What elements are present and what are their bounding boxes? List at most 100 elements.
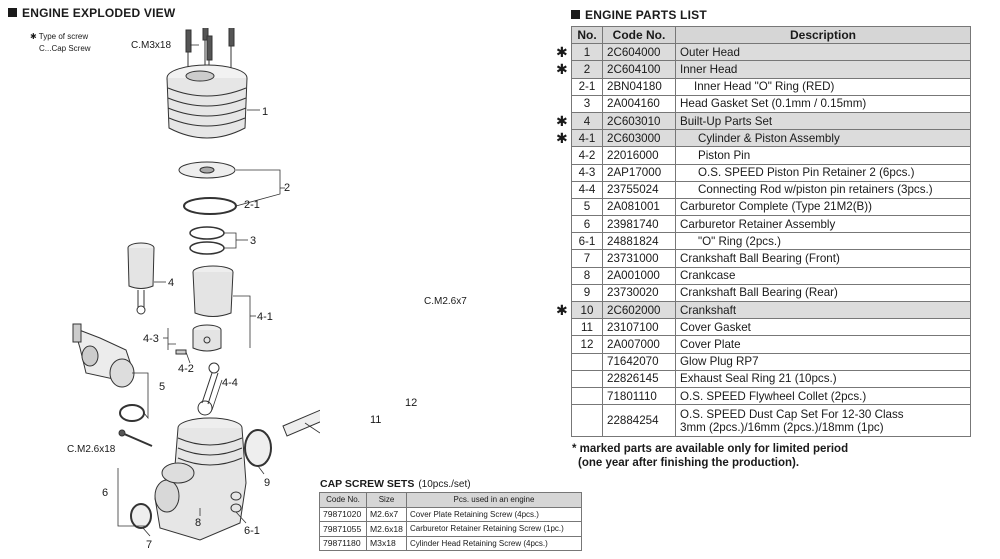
part-code: 2A007000: [602, 335, 676, 354]
part-desc: Crankshaft Ball Bearing (Rear): [680, 286, 838, 300]
cap-col-use: Pcs. used in an engine: [405, 492, 582, 508]
part-desc: Carburetor Retainer Assembly: [680, 217, 836, 231]
crankshaft: [282, 409, 320, 437]
cap-col-code: Code No.: [319, 492, 367, 508]
part-code: 2A081001: [602, 197, 676, 217]
label-part-3: 3: [250, 235, 256, 247]
part-code: 2C602000: [602, 300, 676, 320]
part-desc-line2: 3mm (2pcs.)/16mm (2pcs.)/18mm (1pc): [680, 420, 884, 434]
part-code: 2A004160: [602, 94, 676, 113]
carb-retainer: [161, 462, 195, 484]
exploded-view-title-text: ENGINE EXPLODED VIEW: [22, 6, 176, 20]
part-no: 5: [571, 197, 603, 217]
outer-head: [166, 64, 248, 139]
part-desc-cell: O.S. SPEED Flywheel Collet (2pcs.): [675, 386, 971, 406]
part-desc-cell: Carburetor Retainer Assembly: [675, 215, 971, 234]
label-part-4-3: 4-3: [143, 333, 159, 345]
head-gasket: [189, 241, 225, 255]
part-no: 2: [571, 60, 603, 79]
cylinder-sleeve: [192, 265, 234, 317]
parts-header-row: No. Code No. Description: [571, 25, 971, 45]
part-no: 2-1: [571, 77, 603, 96]
cap-screw-table: Code No. Size Pcs. used in an engine 798…: [319, 492, 582, 551]
part-desc-cell: Cylinder & Piston Assembly: [675, 129, 971, 148]
part-desc: O.S. SPEED Piston Pin Retainer 2 (6pcs.): [698, 166, 915, 180]
part-code: 23730020: [602, 283, 676, 303]
cap-code: 79871020: [319, 506, 367, 522]
part-no: [571, 369, 603, 388]
cap-use: Carburetor Retainer Retaining Screw (1pc…: [405, 521, 582, 537]
part-desc: Glow Plug RP7: [680, 355, 759, 369]
part-code: 22016000: [602, 146, 676, 165]
part-code: 71801110: [602, 386, 676, 406]
carb-o-ring: [119, 404, 145, 422]
label-part-5: 5: [159, 381, 165, 393]
part-desc-cell: O.S. SPEED Piston Pin Retainer 2 (6pcs.): [675, 163, 971, 182]
part-no: 10: [571, 300, 603, 320]
front-bearing: [130, 503, 152, 529]
part-no: 9: [571, 283, 603, 303]
label-part-2-1: 2-1: [244, 199, 260, 211]
part-no: 4-2: [571, 146, 603, 165]
part-desc: Inner Head "O" Ring (RED): [694, 80, 835, 94]
part-code: 23731000: [602, 249, 676, 268]
part-code: 22884254: [602, 404, 676, 438]
cap-size: M2.6x7: [366, 506, 407, 522]
part-desc-cell: Crankshaft Ball Bearing (Rear): [675, 283, 971, 303]
limited-star-marker: ✱: [556, 130, 568, 147]
part-desc: O.S. SPEED Dust Cap Set For 12-30 Class: [680, 407, 904, 421]
piston: [175, 324, 222, 355]
part-desc-cell: Exhaust Seal Ring 21 (10pcs.): [675, 369, 971, 388]
cap-size: M3x18: [366, 535, 407, 551]
part-desc: Crankshaft: [680, 303, 737, 317]
label-part-6: 6: [102, 487, 108, 499]
square-bullet-icon: [8, 8, 17, 17]
part-no: 8: [571, 266, 603, 285]
rear-bearing: [244, 429, 272, 467]
part-no: 1: [571, 43, 603, 62]
limited-period-note: * marked parts are available only for li…: [572, 442, 848, 470]
part-no: 3: [571, 94, 603, 113]
part-desc: Cover Gasket: [680, 320, 751, 334]
col-header-desc: Description: [675, 25, 971, 45]
part-desc: Cylinder & Piston Assembly: [698, 131, 840, 145]
part-code: 22826145: [602, 369, 676, 388]
part-no: 4: [571, 111, 603, 131]
cap-screw-title: CAP SCREW SETS(10pcs./set): [320, 478, 471, 490]
label-part-2: 2: [284, 182, 290, 194]
label-part-9: 9: [264, 477, 270, 489]
part-no: 6-1: [571, 232, 603, 251]
part-desc-cell: Inner Head: [675, 60, 971, 79]
cap-use: Cylinder Head Retaining Screw (4pcs.): [405, 535, 582, 551]
cap-screw-subtitle: (10pcs./set): [418, 479, 471, 490]
part-desc: Carburetor Complete (Type 21M2(B)): [680, 200, 873, 214]
built-up-set: [127, 242, 155, 315]
part-desc: Connecting Rod w/piston pin retainers (3…: [698, 183, 933, 197]
part-desc: Head Gasket Set (0.1mm / 0.15mm): [680, 97, 867, 111]
part-desc-cell: Cover Gasket: [675, 318, 971, 337]
label-part-11: 11: [370, 414, 382, 426]
part-desc-cell: Connecting Rod w/piston pin retainers (3…: [675, 180, 971, 199]
legend-line-type: ✱ Type of screw: [30, 32, 89, 41]
part-no: 6: [571, 215, 603, 234]
part-desc-cell: Crankshaft: [675, 300, 971, 320]
cap-col-size: Size: [366, 492, 407, 508]
part-desc-cell: Piston Pin: [675, 146, 971, 165]
label-screw-cover: C.M2.6x7: [424, 296, 467, 307]
limited-star-marker: ✱: [556, 44, 568, 61]
